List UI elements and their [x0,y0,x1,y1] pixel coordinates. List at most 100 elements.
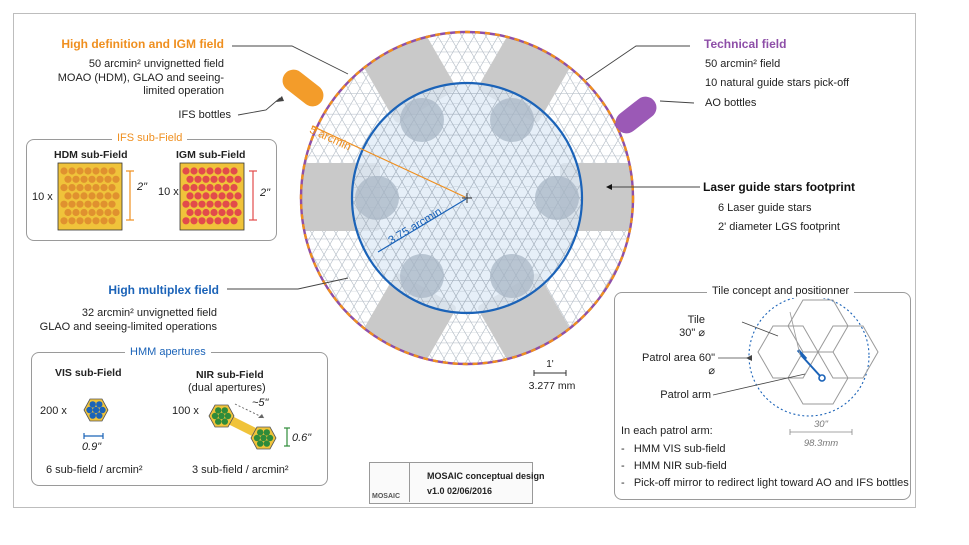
ifu-spaxel [76,184,84,192]
ifu-spaxel [222,217,230,225]
ifs-bottles-label: IFS bottles [178,109,231,121]
ifu-spaxel [214,217,222,225]
ifu-spaxel [218,192,226,200]
hd-field-line3: limited operation [143,85,224,97]
ifu-spaxel [206,217,214,225]
ifs-bottle [282,69,324,107]
ifu-spaxel [198,167,206,175]
diagram-frame [13,13,916,508]
hdm-count: 10 x [32,191,53,203]
ifu-spaxel [76,217,84,225]
ifu-spaxel [226,192,234,200]
vis-subfield-label: VIS sub-Field [55,367,122,379]
hm-field-line2: GLAO and seeing-limited operations [39,321,217,333]
inner-radius-line [377,198,467,253]
ifu-spaxel [96,208,104,217]
ifu-spaxel [92,217,100,225]
ifu-spaxel [68,184,76,192]
title-block-title: MOSAIC conceptual design [427,471,545,481]
tile-diagram [748,295,879,417]
ifu-spaxel [68,167,76,175]
ifu-spaxel [96,192,104,200]
ifu-spaxel [80,192,88,200]
ifu-spaxel [190,200,198,208]
ifu-spaxel [80,175,88,183]
igm-ifu [179,162,257,231]
mosaic-logo-text: MOSAIC [372,493,400,500]
igm-size: 2" [260,187,271,199]
ifu-spaxel [210,192,218,200]
igm-count: 10 x [158,186,179,198]
nir-count: 100 x [172,405,199,417]
igm-subfield-label: IGM sub-Field [176,149,246,161]
tile-scale-arcsec: 30" [814,419,828,430]
hmm-panel-title: HMM apertures [125,345,211,359]
hdm-ifu [57,162,134,231]
ifu-spaxel [230,200,238,208]
ifu-spaxel [214,167,222,175]
ifu-spaxel [64,175,72,183]
ifu-spaxel [190,167,198,175]
lgs-line1: 6 Laser guide stars [718,202,812,214]
ifu-spaxel [206,184,214,192]
patrol-arm-intro: In each patrol arm: [621,425,713,437]
ifu-spaxel [222,167,230,175]
tile-scale-bar [789,429,853,435]
ifs-panel-title: IFS sub-Field [112,131,188,145]
ifu-spaxel [84,167,92,175]
tech-field-line1: 50 arcmin² field [705,58,781,70]
ifu-spaxel [88,192,96,200]
ifu-spaxel [72,175,80,183]
nir-density: 3 sub-field / arcmin² [192,464,289,476]
ifu-spaxel [112,208,120,217]
ifu-spaxel [202,192,210,200]
ifu-spaxel [88,175,96,183]
ifu-spaxel [190,217,198,225]
nir-subfield-label: NIR sub-Field [196,369,264,381]
ifu-spaxel [72,192,80,200]
tile-scale-mm: 98.3mm [803,438,839,449]
ifu-spaxel [64,208,72,217]
ifu-spaxel [84,184,92,192]
ifu-spaxel [60,217,68,225]
hdm-size: 2" [137,181,148,193]
ifu-spaxel [112,192,120,200]
ifu-spaxel [100,184,108,192]
vis-density: 6 sub-field / arcmin² [46,464,143,476]
patrol-area-label: Patrol area 60" [641,352,715,364]
leader-lines [227,45,700,290]
ifu-spaxel [202,208,210,217]
ifu-spaxel [198,217,206,225]
focal-scale-mm: 3.277 mm [528,380,576,392]
ifu-spaxel [222,184,230,192]
ifu-spaxel [186,192,194,200]
ifu-spaxel [230,167,238,175]
ifu-spaxel [234,175,242,183]
lgs-line2: 2' diameter LGS footprint [718,221,840,233]
hd-field-line1: 50 arcmin² unvignetted field [88,58,224,70]
ifu-spaxel [194,192,202,200]
ifu-spaxel [104,208,112,217]
tile-size: 30" ⌀ [679,327,705,339]
nir-size: 0.6" [292,432,312,444]
ifu-spaxel [206,200,214,208]
title-block [369,462,533,504]
hd-field-line2: MOAO (HDM), GLAO and seeing- [57,72,224,84]
tech-field-title: Technical field [704,37,787,51]
ifu-spaxel [198,200,206,208]
ifu-spaxel [104,192,112,200]
patrol-arm-item-text: Pick-off mirror to redirect light toward… [633,477,909,489]
ifu-spaxel [92,200,100,208]
ifu-spaxel [186,208,194,217]
hdm-subfield-label: HDM sub-Field [54,149,128,161]
ifu-spaxel [92,184,100,192]
ifu-spaxel [104,175,112,183]
ifu-spaxel [68,200,76,208]
ifu-spaxel [92,167,100,175]
ifu-spaxel [60,184,68,192]
ifu-spaxel [88,208,96,217]
ifu-spaxel [64,192,72,200]
ifu-spaxel [222,200,230,208]
ifu-spaxel [210,175,218,183]
